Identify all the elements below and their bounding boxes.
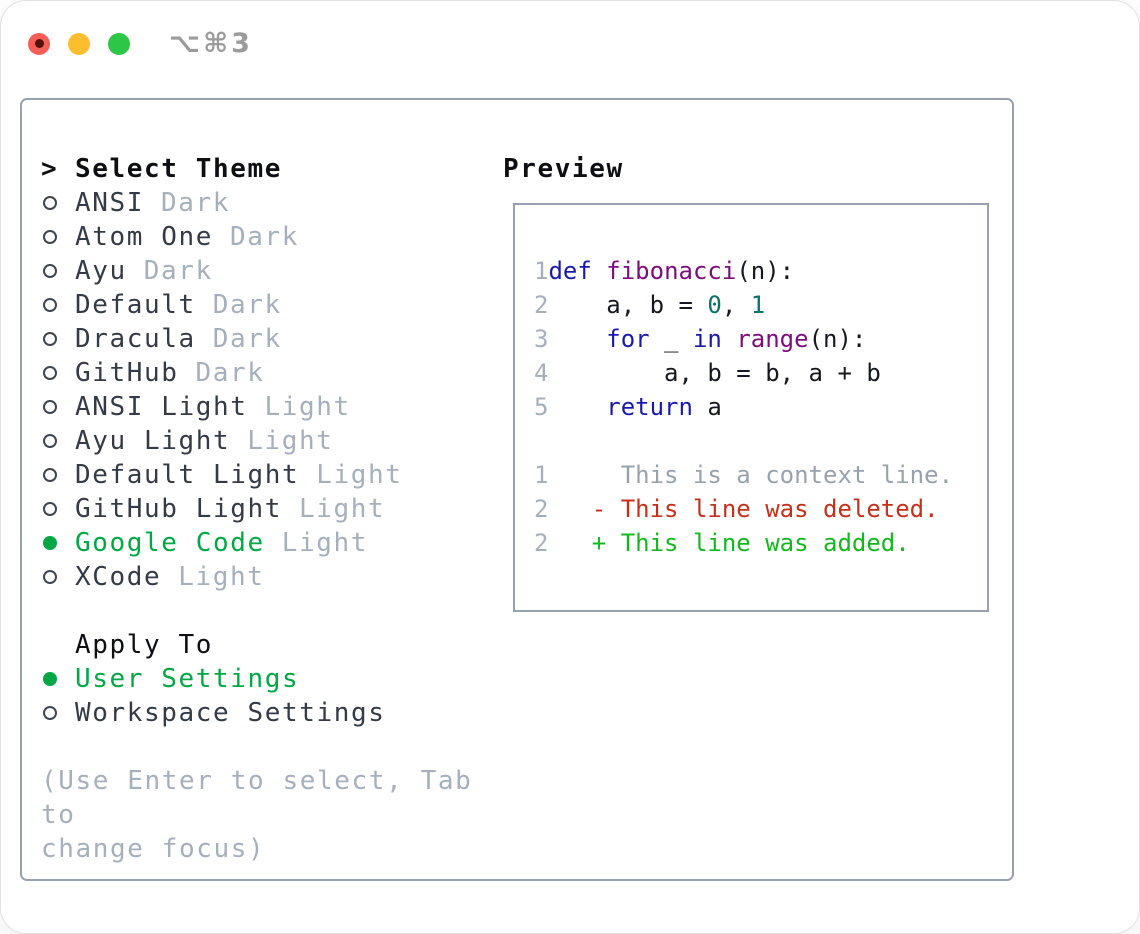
theme-picker-panel: > Select Theme ANSI Dark Atom One Dark A… [20,98,1014,881]
prompt-caret: > [41,154,59,184]
radio-icon [43,434,57,448]
radio-icon [43,264,57,278]
preview-title: Preview [503,154,624,184]
traffic-lights [28,32,130,55]
theme-option-dracula-dark[interactable]: Dracula Dark [41,322,491,356]
radio-selected-icon [43,672,57,686]
window-title: ⌥⌘3 [169,28,253,59]
close-dot-icon [34,39,44,48]
code-line: 5 return a [534,393,722,421]
radio-icon [43,230,57,244]
theme-list: > Select Theme ANSI Dark Atom One Dark A… [41,152,491,866]
theme-option-ayu-dark[interactable]: Ayu Dark [41,254,491,288]
minimize-button[interactable] [68,32,90,55]
apply-to-header: Apply To [75,630,214,660]
titlebar: ⌥⌘3 [28,28,253,59]
code-line: 4 a, b = b, a + b [534,359,881,387]
theme-option-default-dark[interactable]: Default Dark [41,288,491,322]
close-button[interactable] [28,32,50,55]
diff-context-line: 1 This is a context line. [534,461,954,489]
code-line: 3 for _ in range(n): [534,325,867,353]
radio-icon [43,706,57,720]
theme-option-github-dark[interactable]: GitHub Dark [41,356,491,390]
apply-option-workspace-settings[interactable]: Workspace Settings [41,696,491,730]
radio-icon [43,366,57,380]
select-theme-header: > Select Theme [41,152,491,186]
radio-icon [43,196,57,210]
apply-option-user-settings[interactable]: User Settings [41,662,491,696]
theme-option-ansi-light[interactable]: ANSI Light Light [41,390,491,424]
radio-icon [43,400,57,414]
theme-option-atom-one-dark[interactable]: Atom One Dark [41,220,491,254]
diff-deleted-line: 2 - This line was deleted. [534,495,939,523]
radio-icon [43,502,57,516]
theme-option-google-code-light[interactable]: Google Code Light [41,526,491,560]
theme-option-xcode-light[interactable]: XCode Light [41,560,491,594]
select-theme-title: Select Theme [75,154,283,184]
theme-option-github-light[interactable]: GitHub Light Light [41,492,491,526]
code-line: 2 a, b = 0, 1 [534,291,766,319]
radio-icon [43,298,57,312]
zoom-button[interactable] [108,32,130,55]
theme-option-default-light[interactable]: Default Light Light [41,458,491,492]
diff-added-line: 2 + This line was added. [534,529,910,557]
theme-option-ayu-light[interactable]: Ayu Light Light [41,424,491,458]
radio-selected-icon [43,536,57,550]
radio-icon [43,570,57,584]
radio-icon [43,332,57,346]
radio-icon [43,468,57,482]
help-text: (Use Enter to select, Tab to change focu… [41,766,473,864]
theme-option-ansi-dark[interactable]: ANSI Dark [41,186,491,220]
